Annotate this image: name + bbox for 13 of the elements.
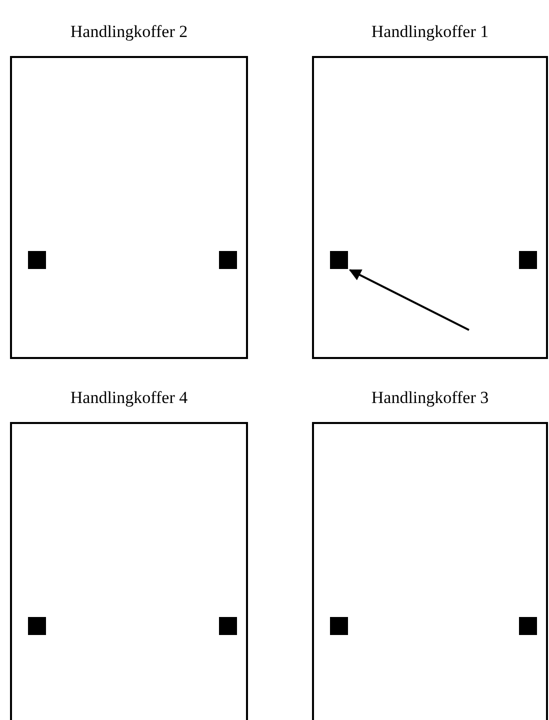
square-marker [330, 617, 348, 635]
square-marker [219, 617, 237, 635]
square-marker [519, 251, 537, 269]
square-marker [330, 251, 348, 269]
case-title: Handlingkoffer 1 [370, 22, 490, 42]
case-title: Handlingkoffer 3 [370, 388, 490, 408]
case-title: Handlingkoffer 4 [69, 388, 189, 408]
square-marker [519, 617, 537, 635]
square-marker [28, 617, 46, 635]
case-title: Handlingkoffer 2 [69, 22, 189, 42]
square-marker [28, 251, 46, 269]
arrow [348, 269, 470, 331]
square-marker [219, 251, 237, 269]
